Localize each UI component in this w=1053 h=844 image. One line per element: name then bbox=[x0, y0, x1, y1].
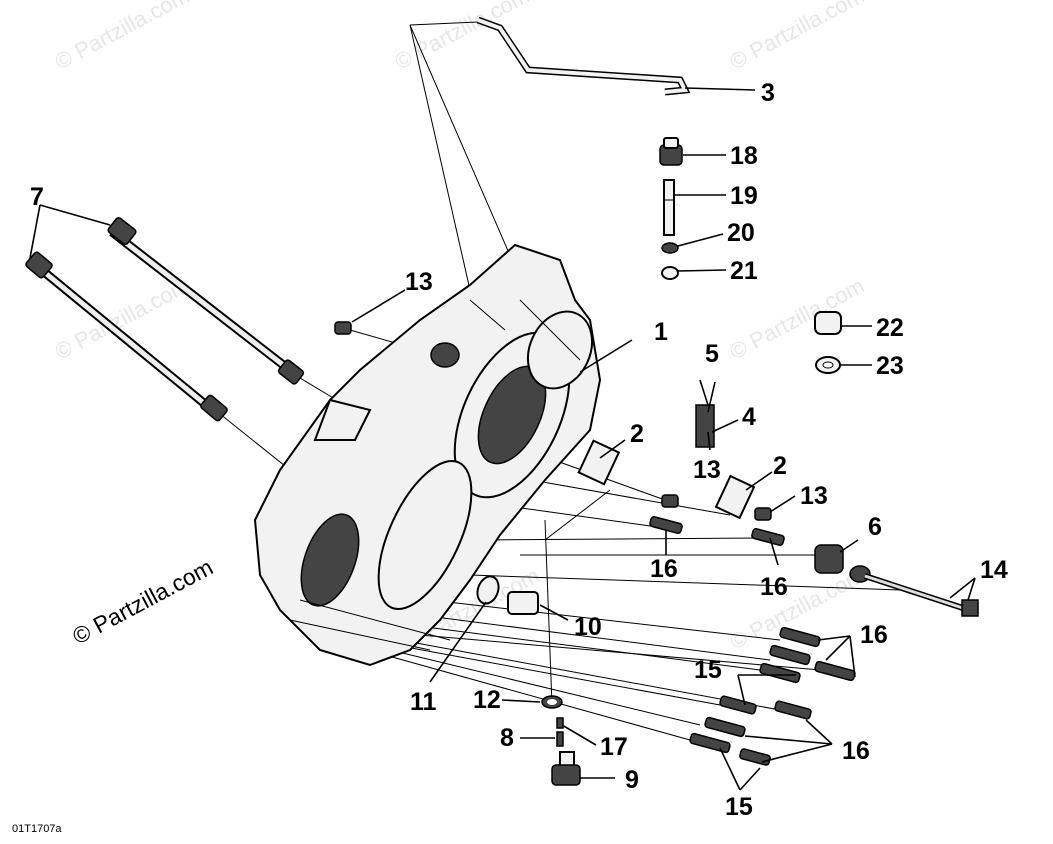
callout-16: 16 bbox=[760, 573, 788, 601]
watermark-text: © Partzilla.com bbox=[726, 0, 869, 74]
part-3-pipe bbox=[476, 16, 691, 96]
callout-19: 19 bbox=[730, 182, 758, 210]
callout-20: 20 bbox=[727, 219, 755, 247]
callout-10: 10 bbox=[574, 613, 602, 641]
callout-14: 14 bbox=[980, 556, 1008, 584]
callout-16: 16 bbox=[860, 621, 888, 649]
callout-13: 13 bbox=[693, 456, 721, 484]
part-2-gasket-b bbox=[714, 474, 756, 520]
callout-23: 23 bbox=[876, 352, 904, 380]
watermark-text: © Partzilla.com bbox=[726, 273, 869, 365]
callout-17: 17 bbox=[600, 733, 628, 761]
callout-16: 16 bbox=[842, 737, 870, 765]
callout-9: 9 bbox=[625, 766, 639, 794]
part-23-washer bbox=[815, 356, 841, 374]
part-11-washer bbox=[476, 575, 500, 605]
callout-13: 13 bbox=[800, 482, 828, 510]
part-20-oring bbox=[661, 242, 679, 254]
explode-lines bbox=[214, 21, 901, 741]
callout-6: 6 bbox=[868, 513, 882, 541]
part-6-bushing bbox=[814, 544, 871, 583]
callout-7: 7 bbox=[30, 183, 44, 211]
part-8-pin bbox=[556, 731, 564, 747]
callout-3: 3 bbox=[761, 79, 775, 107]
part-12-oring bbox=[541, 695, 563, 709]
callout-18: 18 bbox=[730, 142, 758, 170]
part-2-gasket-a bbox=[577, 439, 621, 486]
part-1-crankcase bbox=[253, 243, 602, 667]
callout-21: 21 bbox=[730, 257, 758, 285]
part-7-studs bbox=[25, 216, 305, 422]
part-18-plug bbox=[659, 137, 683, 166]
callout-5: 5 bbox=[705, 340, 719, 368]
callout-4: 4 bbox=[742, 403, 756, 431]
part-4-5-bracket bbox=[695, 379, 715, 448]
copyright-label: © Partzilla.com bbox=[68, 554, 217, 650]
part-22-plug bbox=[814, 311, 842, 335]
watermark-text: © Partzilla.com bbox=[51, 0, 194, 74]
part-21-washer bbox=[661, 266, 679, 280]
part-14-bolt bbox=[864, 573, 979, 617]
callout-13: 13 bbox=[405, 268, 433, 296]
callout-22: 22 bbox=[876, 314, 904, 342]
callout-1: 1 bbox=[654, 318, 668, 346]
callout-2: 2 bbox=[773, 452, 787, 480]
callout-15: 15 bbox=[725, 793, 753, 821]
watermark-text: © Partzilla.com bbox=[51, 273, 194, 365]
callout-2: 2 bbox=[630, 420, 644, 448]
part-17-spring bbox=[556, 717, 564, 729]
callout-16: 16 bbox=[650, 555, 678, 583]
leader-lines bbox=[29, 87, 976, 791]
callout-11: 11 bbox=[410, 688, 437, 716]
callout-labels: 1 2 2 3 4 5 6 7 8 9 10 11 12 13 13 13 14… bbox=[30, 79, 1008, 821]
callout-8: 8 bbox=[500, 724, 514, 752]
diagram-code: 01T1707a bbox=[12, 823, 62, 835]
part-9-drain-bolt bbox=[551, 751, 581, 786]
callout-15: 15 bbox=[694, 656, 722, 684]
part-19-pin bbox=[663, 179, 675, 236]
part-10-plug bbox=[507, 591, 539, 615]
callout-12: 12 bbox=[473, 686, 501, 714]
bolt-group bbox=[334, 321, 856, 766]
watermark-text: © Partzilla.com bbox=[391, 0, 534, 74]
